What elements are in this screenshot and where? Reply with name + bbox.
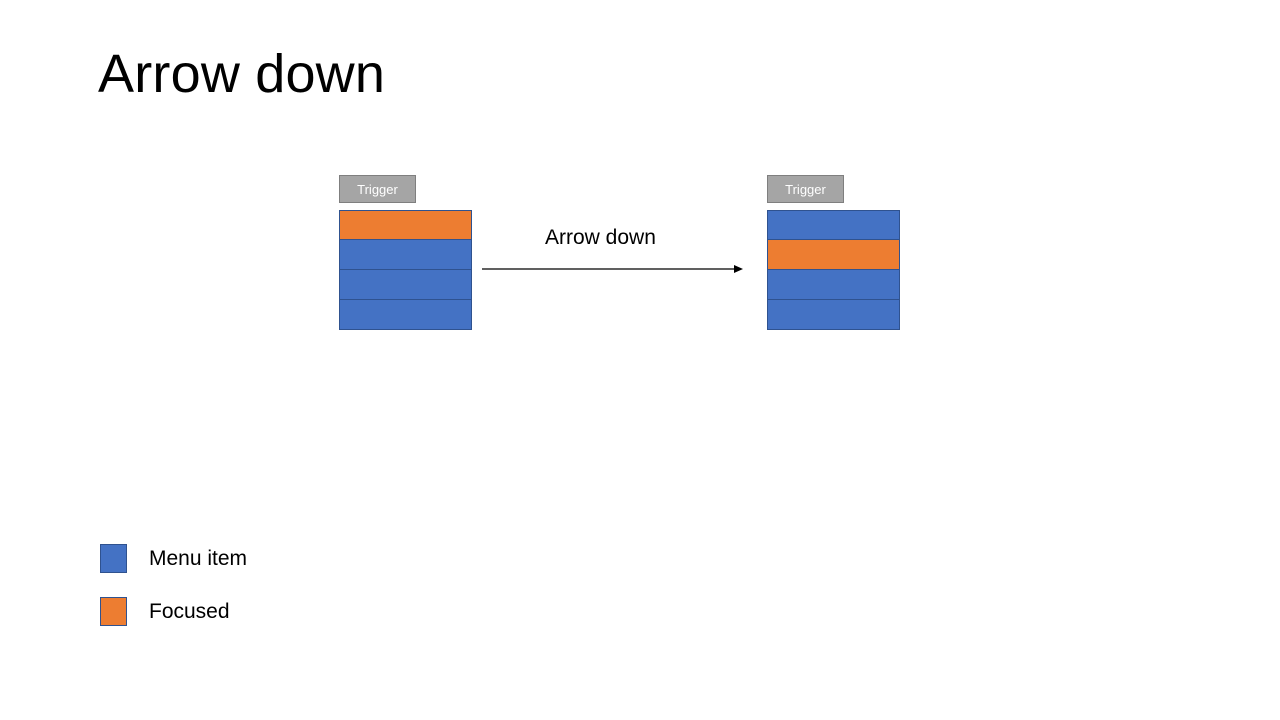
menu-item-focused[interactable] [767, 240, 900, 270]
menu-item[interactable] [339, 240, 472, 270]
trigger-button[interactable]: Trigger [767, 175, 844, 203]
menu-list [339, 210, 472, 330]
menu-item[interactable] [339, 300, 472, 330]
trigger-button[interactable]: Trigger [339, 175, 416, 203]
legend-label: Focused [149, 600, 230, 623]
slide-title: Arrow down [98, 44, 386, 104]
menu-item[interactable] [767, 300, 900, 330]
menu-item[interactable] [339, 270, 472, 300]
menu-item[interactable] [767, 270, 900, 300]
menu-list [767, 210, 900, 330]
right-arrow-icon [482, 265, 743, 273]
menu-item-focused[interactable] [339, 210, 472, 240]
menu-after-state: Trigger [767, 175, 900, 330]
menu-before-state: Trigger [339, 175, 472, 330]
legend-label: Menu item [149, 547, 248, 570]
menu-item[interactable] [767, 210, 900, 240]
legend-swatch-focused [100, 597, 127, 626]
legend-swatch-menu-item [100, 544, 127, 573]
transition-label: Arrow down [545, 226, 656, 249]
